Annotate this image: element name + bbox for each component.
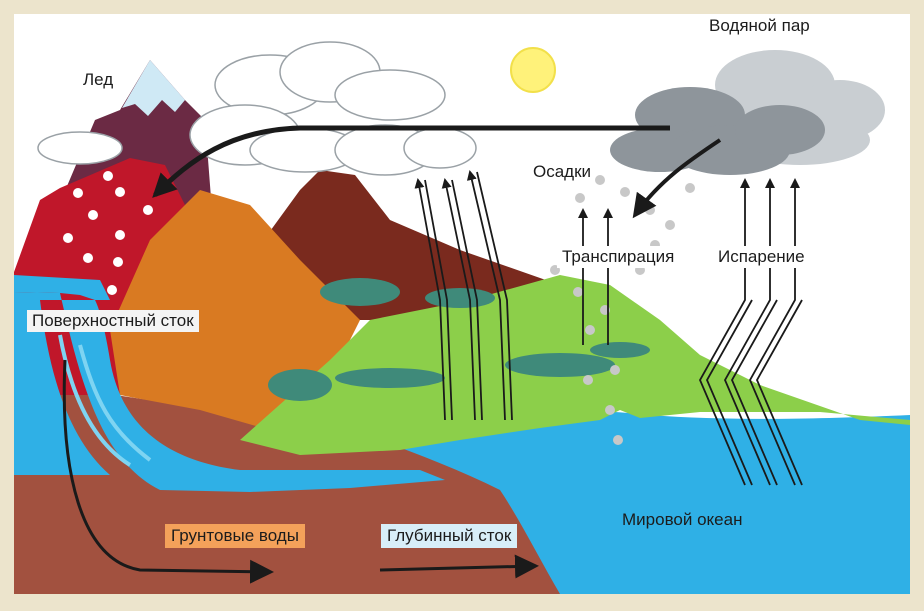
precipitation-label: Осадки [533,162,591,182]
ice-label: Лед [83,70,113,90]
sun-icon [511,48,555,92]
surface-runoff-label: Поверхностный сток [27,310,199,332]
deep-runoff-label: Глубинный сток [381,524,517,548]
transpiration-label: Транспирация [557,246,679,268]
groundwater-label: Грунтовые воды [165,524,305,548]
evaporation-label: Испарение [713,246,810,268]
world-ocean-label: Мировой океан [622,510,742,530]
water-vapor-label: Водяной пар [709,16,810,36]
